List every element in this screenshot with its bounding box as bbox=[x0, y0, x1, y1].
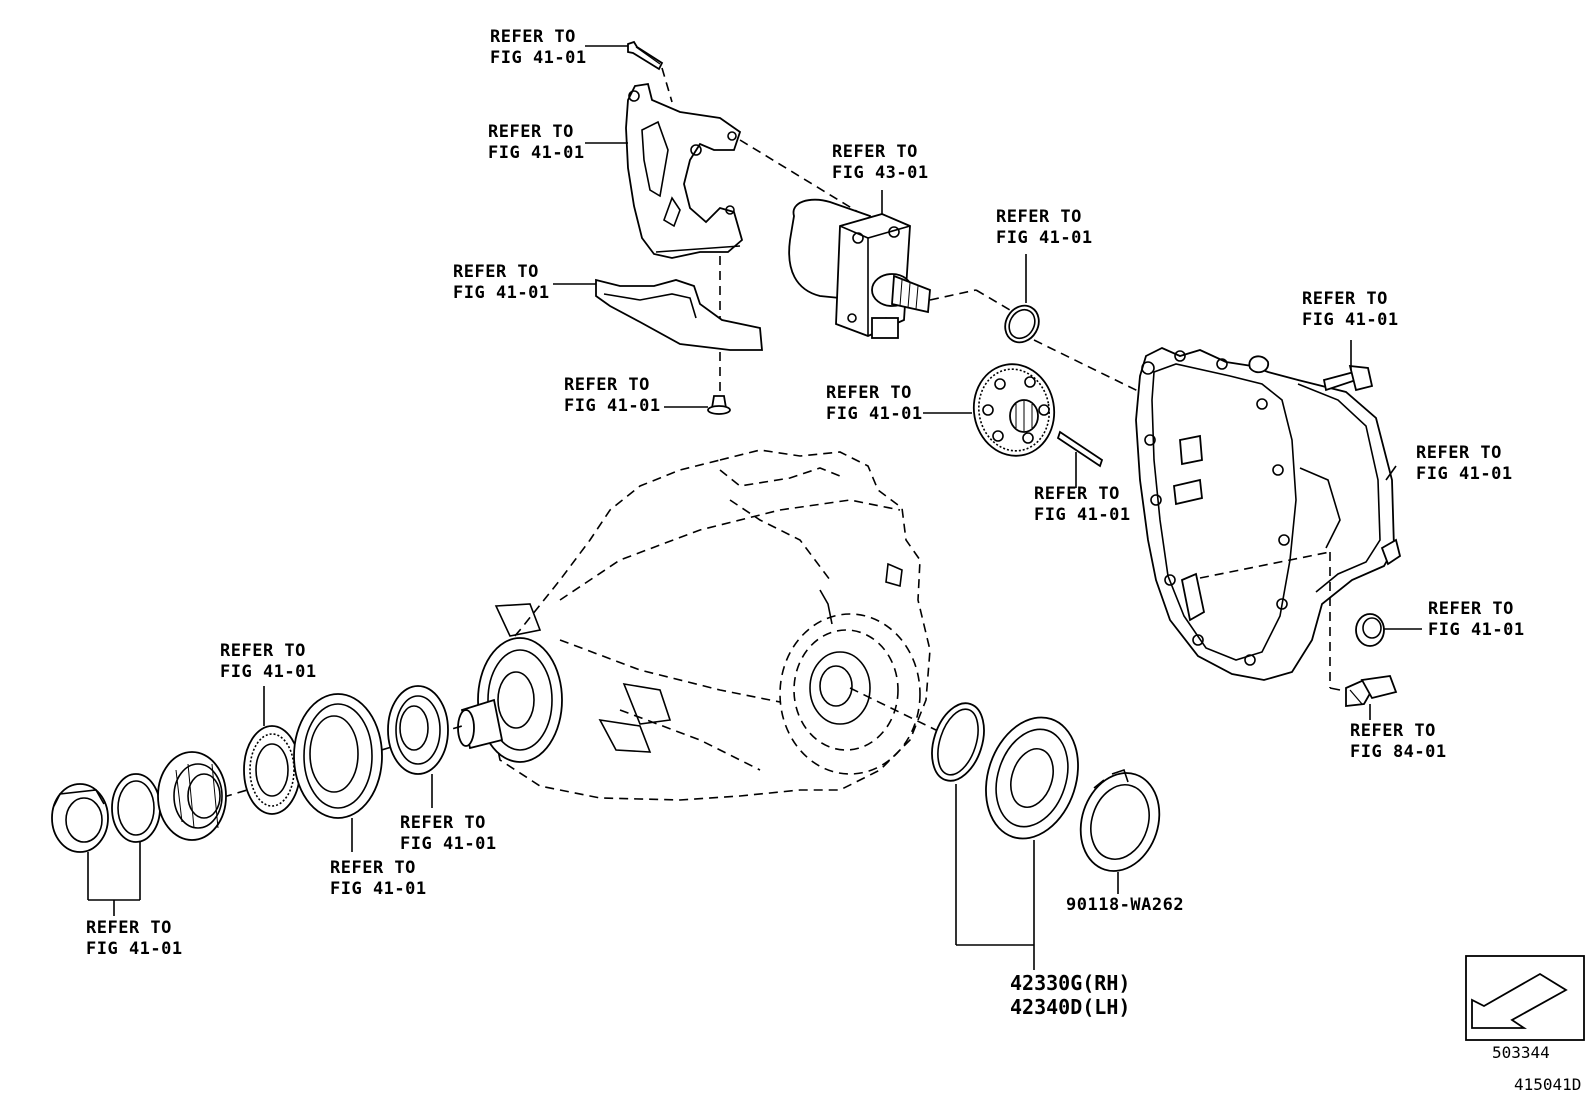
right-bolt bbox=[1322, 364, 1374, 392]
left-bearing bbox=[157, 751, 227, 841]
label-ref-bolt-right: REFER TO FIG 41-01 bbox=[1302, 289, 1399, 330]
temperature-sensor bbox=[1345, 675, 1398, 708]
left-washer bbox=[111, 773, 161, 843]
driven-gear bbox=[972, 363, 1056, 457]
label-ref-nut-washer: REFER TO FIG 41-01 bbox=[86, 918, 183, 959]
shaft-pin bbox=[1056, 430, 1104, 468]
left-bearing-race bbox=[243, 725, 301, 815]
part-number-bearing-rh: 42330G(RH) bbox=[1010, 971, 1130, 995]
drain-plug bbox=[1355, 613, 1385, 647]
top-bolt bbox=[627, 40, 664, 71]
label-ref-bracket: REFER TO FIG 41-01 bbox=[488, 122, 585, 163]
motor-bracket bbox=[625, 82, 744, 259]
label-ref-seal-a: REFER TO FIG 41-01 bbox=[330, 858, 427, 899]
label-ref-bolt-top: REFER TO FIG 41-01 bbox=[490, 27, 587, 68]
label-ref-plate: REFER TO FIG 41-01 bbox=[453, 262, 550, 303]
label-ref-cover: REFER TO FIG 41-01 bbox=[1416, 443, 1513, 484]
badge-code: 503344 bbox=[1492, 1043, 1550, 1062]
label-ref-oring: REFER TO FIG 41-01 bbox=[996, 207, 1093, 248]
small-bolt bbox=[707, 395, 731, 415]
label-ref-pin: REFER TO FIG 41-01 bbox=[1034, 484, 1131, 525]
side-o-ring bbox=[931, 702, 985, 782]
actuator-motor bbox=[788, 198, 931, 339]
label-ref-bolt-small: REFER TO FIG 41-01 bbox=[564, 375, 661, 416]
side-nut bbox=[1079, 768, 1161, 872]
heat-shield-plate bbox=[595, 278, 763, 351]
part-number-bearing-lh: 42340D(LH) bbox=[1010, 995, 1130, 1019]
left-seal-b bbox=[387, 685, 449, 775]
front-direction-arrow-icon bbox=[1465, 955, 1585, 1041]
label-ref-bearing-race: REFER TO FIG 41-01 bbox=[220, 641, 317, 682]
differential-housing bbox=[457, 449, 931, 801]
label-ref-plug: REFER TO FIG 41-01 bbox=[1428, 599, 1525, 640]
left-nut bbox=[51, 783, 109, 853]
part-number-nut: 90118-WA262 bbox=[1066, 895, 1184, 915]
illustration-code: 415041D bbox=[1514, 1075, 1581, 1094]
side-bearing bbox=[985, 716, 1079, 840]
label-ref-seal-b: REFER TO FIG 41-01 bbox=[400, 813, 497, 854]
o-ring bbox=[1004, 304, 1040, 344]
label-ref-sensor: REFER TO FIG 84-01 bbox=[1350, 721, 1447, 762]
label-ref-gear: REFER TO FIG 41-01 bbox=[826, 383, 923, 424]
label-ref-motor: REFER TO FIG 43-01 bbox=[832, 142, 929, 183]
left-seal-a bbox=[293, 693, 383, 819]
